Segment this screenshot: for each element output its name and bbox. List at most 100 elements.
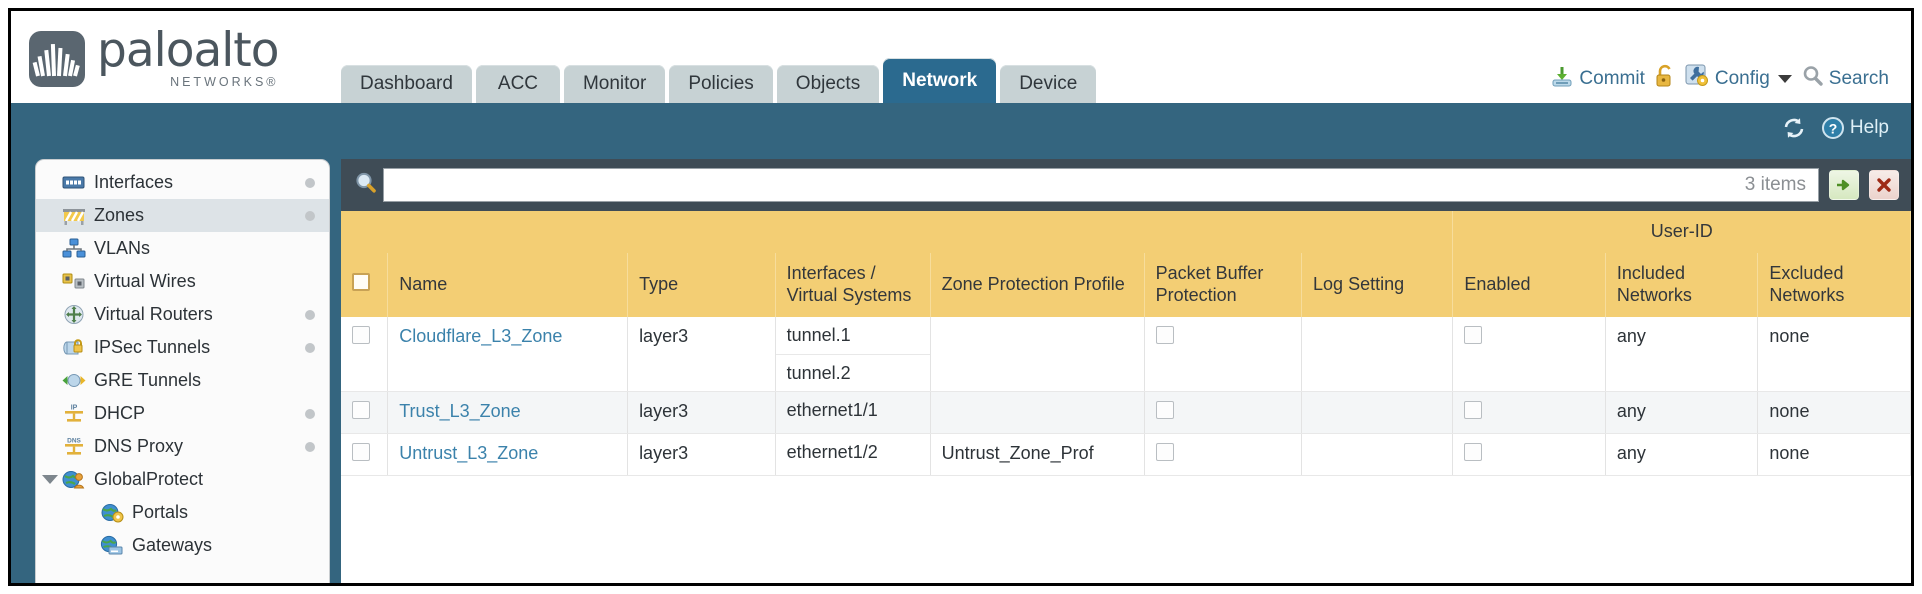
sidebar-item-portals[interactable]: Portals	[36, 496, 329, 529]
zone-link[interactable]: Trust_L3_Zone	[399, 400, 521, 421]
virtual-routers-icon	[62, 304, 87, 325]
sidebar-item-label: GRE Tunnels	[94, 370, 202, 390]
tab-device[interactable]: Device	[1000, 65, 1097, 103]
cell-included-networks: any	[1605, 433, 1759, 476]
search-button[interactable]: Search	[1801, 64, 1889, 93]
commit-button[interactable]: Commit	[1550, 64, 1645, 94]
virtual-wires-icon	[62, 273, 85, 289]
cell-packet-buffer-protection[interactable]	[1144, 316, 1303, 392]
sidebar-item-vlans[interactable]: VLANs	[36, 232, 329, 265]
filter-search-icon[interactable]	[349, 170, 383, 201]
sidebar-item-label: Portals	[132, 502, 189, 522]
column-header-type[interactable]: Type	[627, 252, 776, 317]
help-icon: ?	[1821, 117, 1844, 139]
sidebar-item-label: IPSec Tunnels	[94, 337, 211, 357]
portals-icon	[100, 502, 125, 523]
globalprotect-icon	[62, 471, 85, 489]
brand-logo: paloalto NETWORKS®	[29, 27, 279, 89]
tab-network[interactable]: Network	[883, 58, 997, 103]
userid-enabled-checkbox[interactable]	[1464, 442, 1483, 461]
apply-filter-button[interactable]	[1829, 170, 1859, 200]
sidebar-item-virtual-wires[interactable]: Virtual Wires	[36, 265, 329, 298]
sidebar-item-ipsec-tunnels[interactable]: IPSec Tunnels	[36, 331, 329, 364]
column-header-packet-buffer-protection[interactable]: Packet Buffer Protection	[1144, 252, 1303, 317]
column-header-label: Excluded Networks	[1769, 262, 1845, 305]
select-all-checkbox[interactable]	[352, 272, 370, 291]
userid-enabled-checkbox[interactable]	[1464, 325, 1483, 344]
header-actions: Commit	[1550, 63, 1889, 94]
cell-name: Trust_L3_Zone	[387, 391, 629, 434]
packet-buffer-protection-checkbox[interactable]	[1155, 325, 1174, 344]
sidebar-item-globalprotect[interactable]: GlobalProtect	[36, 463, 329, 496]
tab-objects[interactable]: Objects	[776, 65, 880, 103]
sidebar-item-interfaces[interactable]: Interfaces	[36, 166, 329, 199]
row-select-cell[interactable]	[341, 316, 389, 392]
sidebar-item-indicator	[305, 441, 315, 452]
zones-icon	[63, 209, 85, 225]
chevron-down-icon[interactable]	[42, 474, 58, 484]
row-select-cell[interactable]	[341, 433, 389, 476]
packet-buffer-protection-checkbox[interactable]	[1155, 400, 1174, 419]
refresh-button[interactable]	[1781, 116, 1807, 140]
column-header-interfaces-virtual-systems[interactable]: Interfaces / Virtual Systems	[775, 252, 931, 317]
column-header-log-setting[interactable]: Log Setting	[1301, 252, 1454, 317]
row-checkbox[interactable]	[352, 325, 370, 344]
select-all-header[interactable]	[341, 252, 389, 317]
tab-policies[interactable]: Policies	[669, 65, 773, 103]
row-select-cell[interactable]	[341, 391, 389, 434]
interfaces-icon	[62, 176, 85, 189]
ipsec-tunnels-icon	[62, 337, 87, 358]
column-header-zone-protection-profile[interactable]: Zone Protection Profile	[930, 252, 1145, 317]
config-dropdown[interactable]: Config	[1685, 63, 1792, 94]
help-button[interactable]: ? Help	[1821, 116, 1889, 140]
column-header-included-networks[interactable]: Included Networks	[1605, 252, 1759, 317]
secondary-toolbar: ? Help	[11, 103, 1911, 159]
cell-userid-enabled[interactable]	[1452, 391, 1606, 434]
column-header-label: Packet Buffer Protection	[1155, 262, 1264, 305]
sidebar-item-gateways[interactable]: Gateways	[36, 529, 329, 562]
column-header-enabled[interactable]: Enabled	[1452, 252, 1606, 317]
row-checkbox[interactable]	[352, 442, 370, 461]
gre-tunnels-icon	[62, 374, 86, 387]
tab-label: Network	[902, 69, 978, 91]
sidebar-item-indicator	[305, 210, 315, 221]
portals-icon	[101, 504, 124, 523]
svg-text:DNS: DNS	[67, 438, 81, 445]
filter-input[interactable]: 3 items	[383, 168, 1819, 202]
sidebar-item-gre-tunnels[interactable]: GRE Tunnels	[36, 364, 329, 397]
tab-acc[interactable]: ACC	[475, 65, 560, 103]
column-header-label: Name	[399, 273, 448, 294]
sidebar-item-virtual-routers[interactable]: Virtual Routers	[36, 298, 329, 331]
help-label: Help	[1849, 117, 1889, 138]
column-header-label: Log Setting	[1313, 273, 1405, 294]
sidebar-item-indicator	[305, 177, 315, 188]
row-checkbox[interactable]	[352, 400, 370, 419]
cell-interfaces: ethernet1/1	[775, 391, 931, 434]
cell-userid-enabled[interactable]	[1452, 316, 1606, 392]
zone-link[interactable]: Untrust_L3_Zone	[399, 442, 539, 463]
cell-zone-protection-profile: Untrust_Zone_Prof	[930, 433, 1145, 476]
cell-packet-buffer-protection[interactable]	[1144, 391, 1303, 434]
column-header-name[interactable]: Name	[387, 252, 629, 317]
tab-label: Policies	[688, 73, 754, 94]
tab-monitor[interactable]: Monitor	[563, 65, 666, 103]
tab-dashboard[interactable]: Dashboard	[341, 65, 472, 103]
packet-buffer-protection-checkbox[interactable]	[1155, 442, 1174, 461]
zone-link[interactable]: Cloudflare_L3_Zone	[399, 325, 563, 346]
lock-button[interactable]	[1654, 64, 1676, 94]
cell-excluded-networks: none	[1757, 433, 1911, 476]
clear-filter-button[interactable]	[1869, 170, 1899, 200]
cell-userid-enabled[interactable]	[1452, 433, 1606, 476]
cell-packet-buffer-protection[interactable]	[1144, 433, 1303, 476]
sidebar-item-zones[interactable]: Zones	[36, 199, 329, 232]
column-header-excluded-networks[interactable]: Excluded Networks	[1757, 252, 1911, 317]
userid-enabled-checkbox[interactable]	[1464, 400, 1483, 419]
